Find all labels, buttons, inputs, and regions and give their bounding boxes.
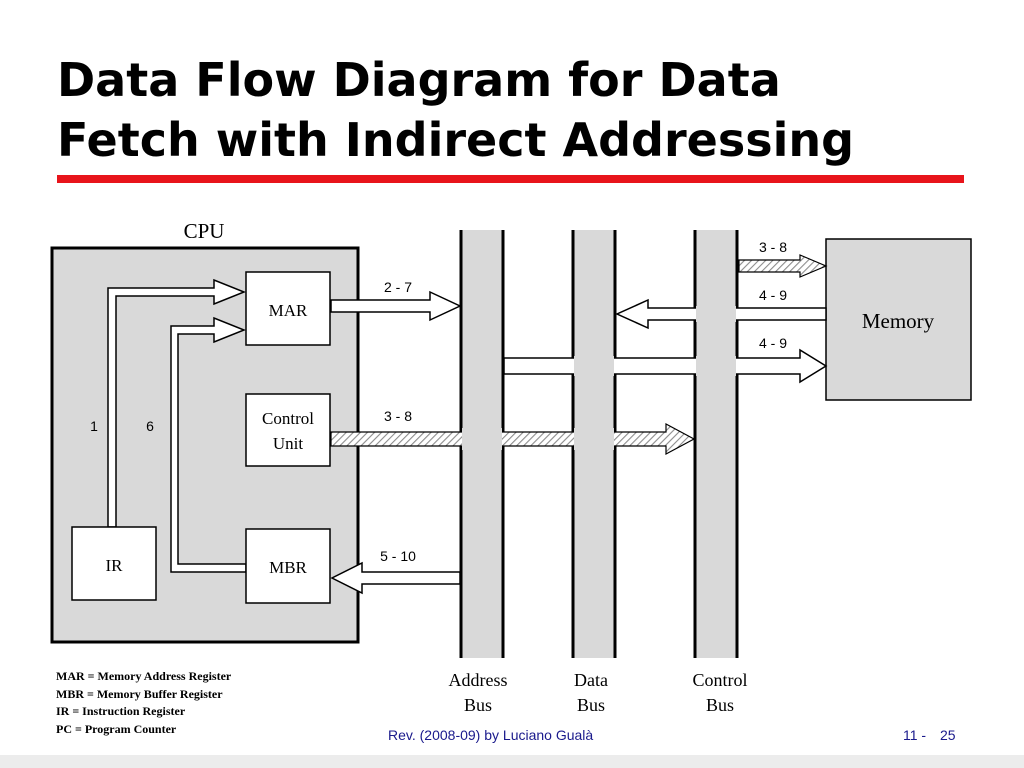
legend: MAR = Memory Address Register MBR = Memo… [56,668,231,738]
mar-register [245,271,331,346]
path-label-6: 6 [146,418,154,434]
control-bus-label-1: Control [692,670,747,690]
legend-item-mar: MAR = Memory Address Register [56,669,232,683]
step-label-4-9-addr: 4 - 9 [759,335,787,351]
control-to-control-bus-arrow [330,422,696,456]
footer-section: 11 - [903,727,927,743]
address-bus-label-1: Address [449,670,508,690]
data-bus-to-mbr-arrow [330,561,461,595]
step-label-3-8-cu: 3 - 8 [384,408,412,424]
data-bus-label-1: Data [574,670,608,690]
memory-label: Memory [862,309,935,333]
title-line-1: Data Flow Diagram for Data [57,53,781,107]
path-label-1: 1 [90,418,98,434]
title-line-2: Fetch with Indirect Addressing [57,113,855,167]
address-bus-overlap [462,428,502,450]
footer-band [0,755,1024,768]
title-underline [57,175,964,183]
ir-to-mar-arrow [107,278,247,528]
control-unit-label-1: Control [262,409,314,428]
address-bus-to-memory-arrow [503,348,828,384]
step-label-3-8-mem: 3 - 8 [759,239,787,255]
legend-item-ir: IR = Instruction Register [56,704,186,718]
mbr-register [245,528,331,604]
address-bus-label-2: Bus [464,695,492,715]
step-label-5-10: 5 - 10 [380,548,416,564]
ir-register [71,526,157,601]
data-bus-overlap-mid [574,356,614,376]
step-label-4-9-data: 4 - 9 [759,287,787,303]
footer-credit: Rev. (2008-09) by Luciano Gualà [388,727,594,743]
mar-to-address-bus-arrow [330,290,462,322]
control-unit [245,393,331,467]
control-bus [693,230,739,658]
control-bus-overlap-top [696,306,736,322]
ir-label: IR [106,556,124,575]
mbr-label: MBR [269,558,307,577]
control-bus-label-2: Bus [706,695,734,715]
data-bus-overlap [574,428,614,450]
slide-title: Data Flow Diagram for Data Fetch with In… [57,50,997,170]
legend-item-pc: PC = Program Counter [56,721,177,736]
data-bus-label-2: Bus [577,695,605,715]
control-unit-label-2: Unit [273,434,304,453]
step-label-2-7: 2 - 7 [384,279,412,295]
control-bus-overlap-mid [696,356,736,376]
footer-page-number: 25 [940,727,956,743]
control-bus-to-memory-arrow [738,254,828,278]
cpu-label: CPU [184,219,225,243]
legend-item-mbr: MBR = Memory Buffer Register [56,686,223,701]
mar-label: MAR [269,301,308,320]
